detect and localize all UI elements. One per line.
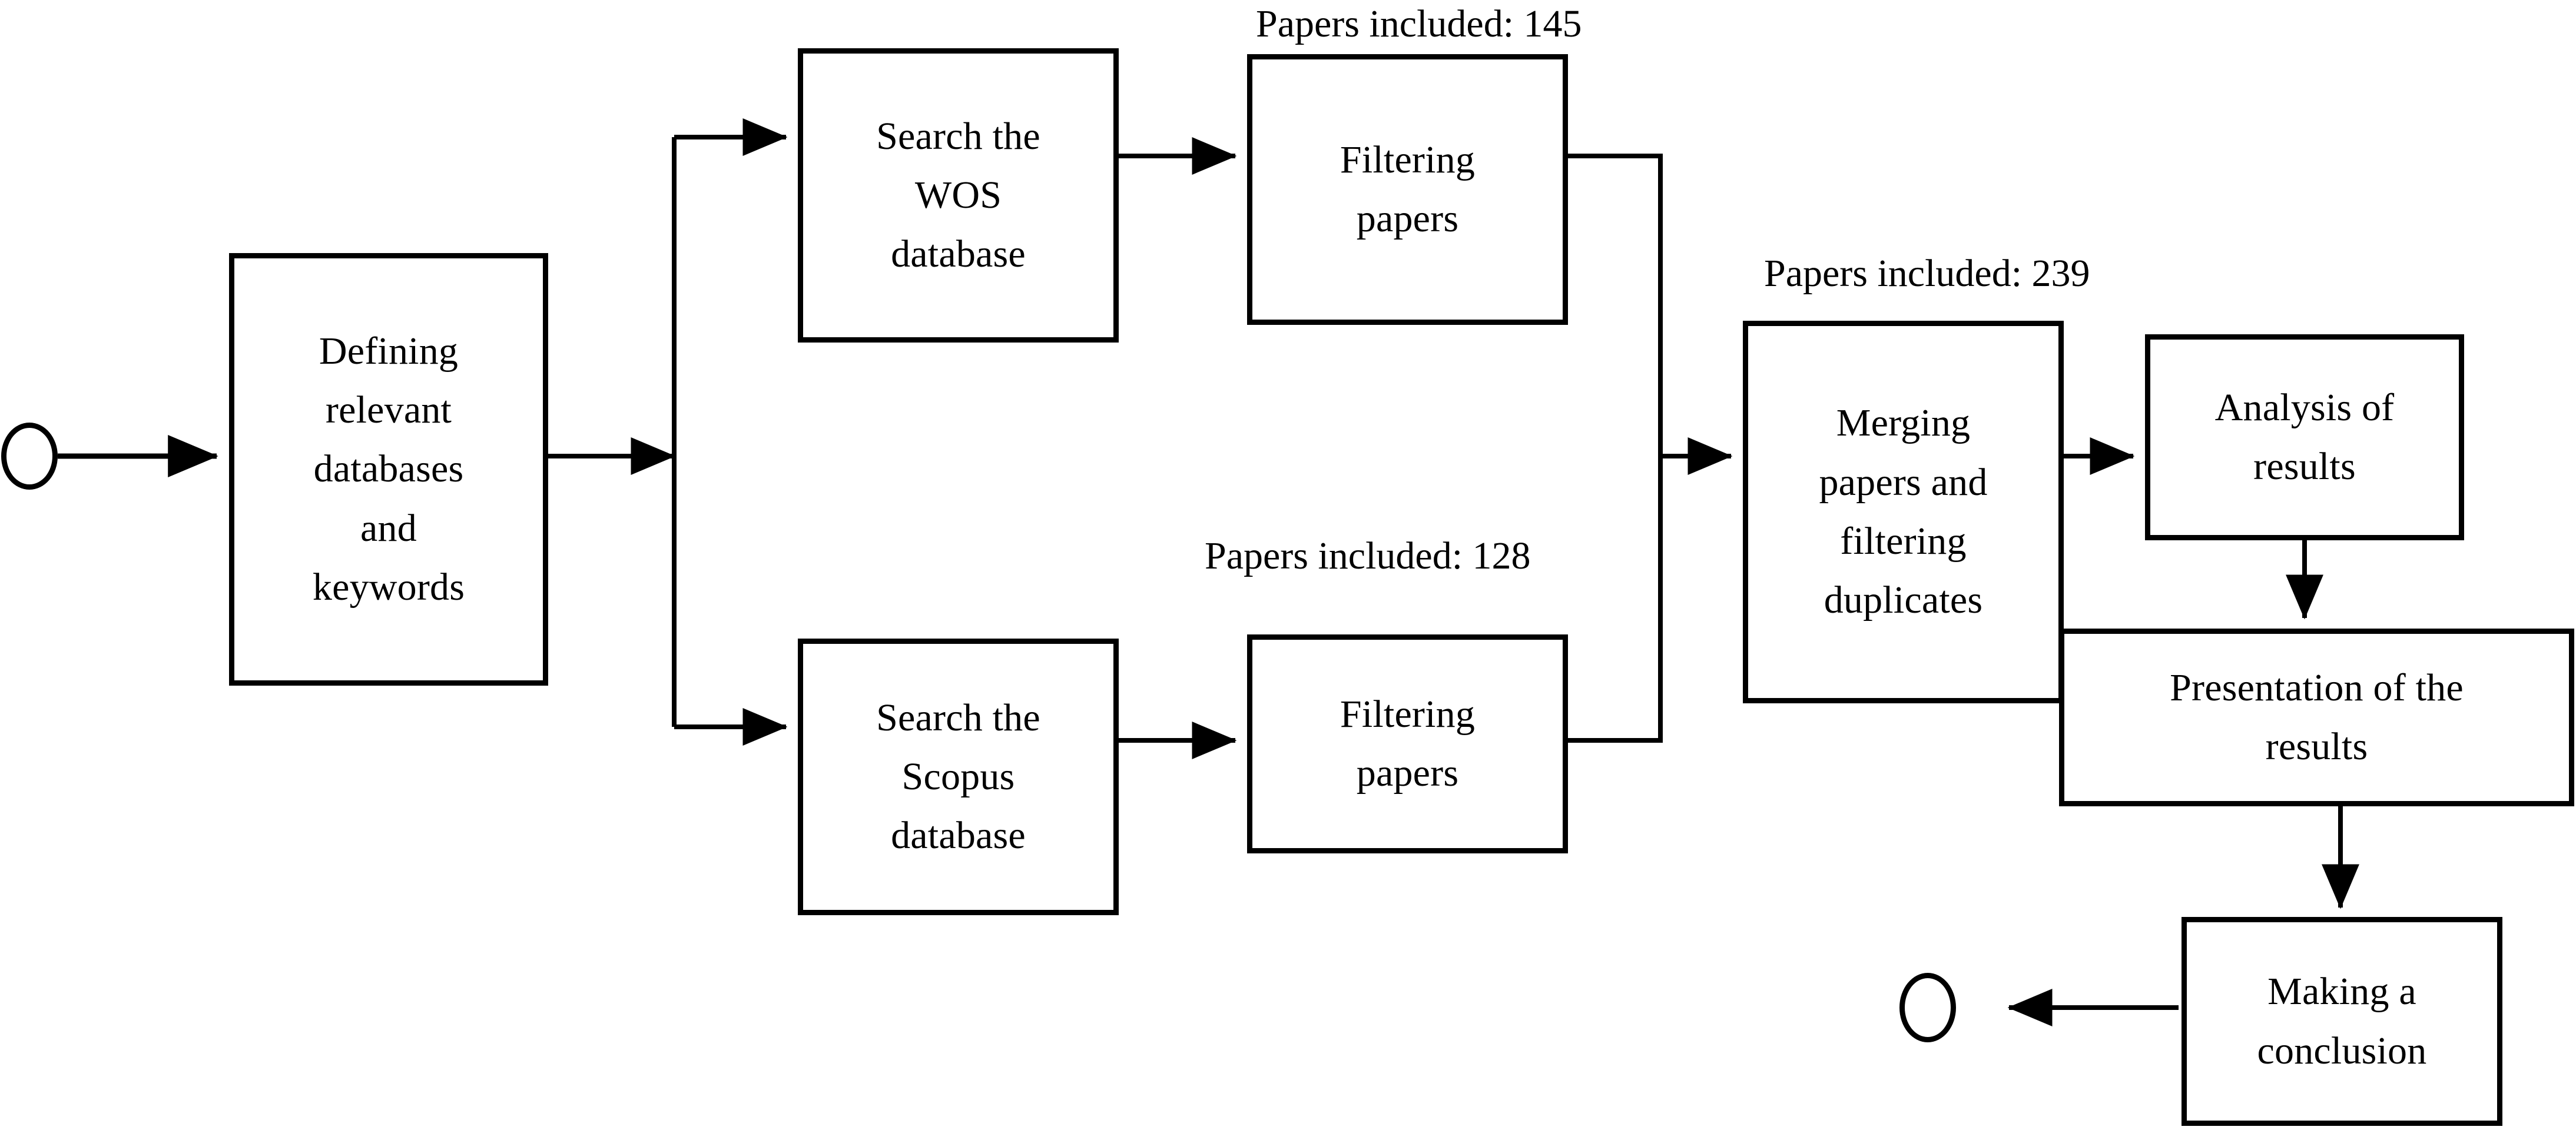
node-line: Filtering (1340, 692, 1476, 736)
node-filtering-papers-scopus[interactable]: Filtering papers (1247, 634, 1568, 853)
node-line: Making a (2267, 970, 2416, 1013)
node-analysis-of-results[interactable]: Analysis of results (2145, 334, 2464, 540)
edge-filter-top-to-merge-bus (1568, 154, 1663, 456)
node-line: Merging (1836, 401, 1971, 445)
node-line: results (2253, 445, 2356, 488)
node-line: database (891, 232, 1026, 276)
node-line: Analysis of (2214, 385, 2395, 429)
node-line: Search the (876, 696, 1040, 739)
node-line: papers (1356, 197, 1459, 240)
node-line: and (360, 506, 417, 550)
node-line: databases (313, 447, 464, 491)
node-making-a-conclusion[interactable]: Making a conclusion (2182, 917, 2502, 1126)
node-search-wos[interactable]: Search the WOS database (798, 48, 1119, 343)
node-line: keywords (312, 565, 465, 609)
node-presentation-of-results[interactable]: Presentation of the results (2059, 629, 2574, 806)
node-line: conclusion (2257, 1029, 2427, 1072)
node-line: Defining (319, 329, 459, 373)
node-line: duplicates (1824, 579, 1983, 622)
node-search-scopus[interactable]: Search the Scopus database (798, 639, 1119, 915)
node-line: papers (1356, 752, 1459, 795)
annotation-papers-included-145: Papers included: 145 (1256, 2, 1582, 45)
edge-filter-bottom-to-merge-bus (1568, 456, 1663, 743)
node-defining-databases[interactable]: Defining relevant databases and keywords (229, 253, 548, 686)
node-line: Search the (876, 114, 1040, 158)
end-node[interactable] (1899, 973, 1956, 1042)
node-line: Presentation of the (2170, 666, 2464, 709)
node-line: filtering (1840, 520, 1967, 563)
node-line: relevant (325, 388, 452, 432)
node-filtering-papers-wos[interactable]: Filtering papers (1247, 54, 1568, 325)
node-line: Scopus (901, 755, 1015, 798)
annotation-papers-included-239: Papers included: 239 (1764, 252, 2090, 295)
node-merging-filtering-duplicates[interactable]: Merging papers and filtering duplicates (1743, 321, 2064, 703)
annotation-papers-included-128: Papers included: 128 (1205, 534, 1531, 577)
start-node[interactable] (1, 423, 58, 490)
node-line: Filtering (1340, 138, 1476, 181)
node-line: results (2265, 725, 2368, 768)
node-line: WOS (914, 173, 1002, 217)
node-line: papers and (1819, 460, 1988, 504)
node-line: database (891, 814, 1026, 858)
